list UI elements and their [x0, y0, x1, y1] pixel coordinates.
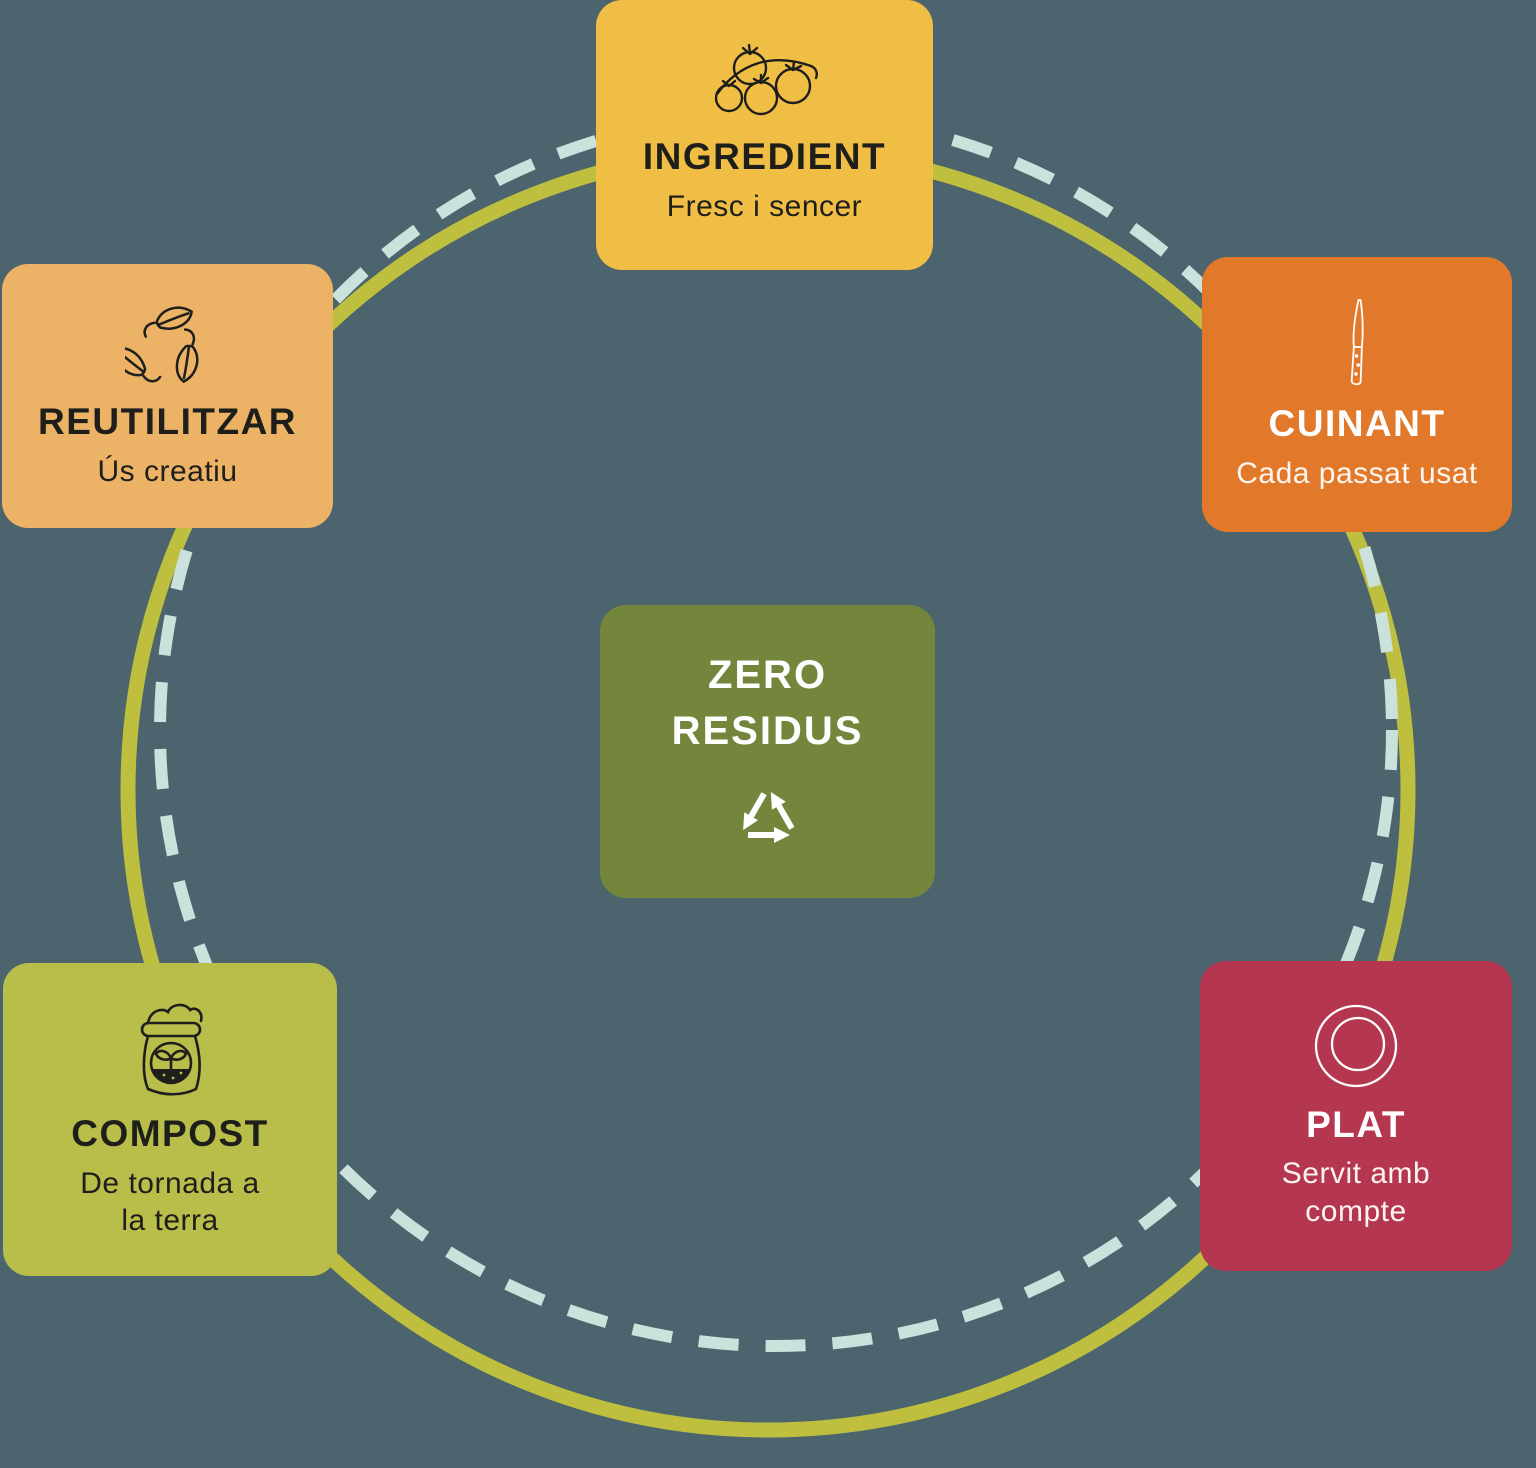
plate-icon: [1312, 1002, 1400, 1090]
card-compost: COMPOST De tornada a la terra: [3, 963, 337, 1276]
ingredient-title: INGREDIENT: [642, 136, 887, 178]
knife-icon: [1343, 297, 1371, 389]
cuinant-title: CUINANT: [1268, 402, 1446, 444]
reutilitzar-title: REUTILITZAR: [37, 401, 298, 443]
reutilitzar-subtitle: Ús creatiu: [97, 455, 238, 489]
compost-title: COMPOST: [71, 1113, 269, 1155]
card-zero-residus: ZERO RESIDUS: [600, 605, 935, 898]
cuinant-subtitle: Cada passat usat: [1236, 456, 1478, 490]
center-title-line2: RESIDUS: [671, 708, 864, 753]
recycle-leaves-icon: [124, 301, 211, 387]
plat-title: PLAT: [1306, 1103, 1406, 1145]
recycle-icon: [726, 777, 810, 857]
card-plat: PLAT Servit amb compte: [1200, 961, 1512, 1271]
card-ingredient: INGREDIENT Fresc i sencer: [596, 0, 933, 270]
card-cuinant: CUINANT Cada passat usat: [1202, 257, 1512, 532]
center-title-line1: ZERO: [707, 652, 828, 697]
tomatoes-icon: [709, 44, 821, 122]
ingredient-subtitle: Fresc i sencer: [666, 190, 863, 224]
center-title: ZERO RESIDUS: [672, 647, 864, 759]
compost-subtitle: De tornada a la terra: [80, 1166, 260, 1238]
compost-bag-icon: [126, 999, 214, 1099]
card-reutilitzar: REUTILITZAR Ús creatiu: [2, 264, 333, 528]
plat-subtitle: Servit amb compte: [1281, 1157, 1431, 1228]
